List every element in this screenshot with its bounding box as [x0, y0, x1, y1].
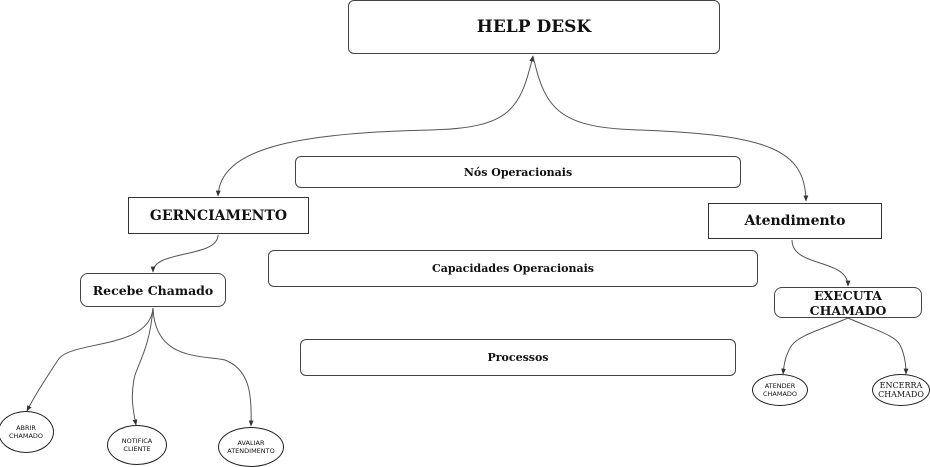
band-nos-operacionais: Nós Operacionais	[295, 156, 741, 188]
avaliar-atendimento-node[interactable]: AVALIAR ATENDIMENTO	[218, 427, 284, 467]
link-recebe-avaliar	[152, 307, 254, 427]
link-helpdesk-gerenciamento	[215, 55, 535, 197]
atender-chamado-node[interactable]: ATENDER CHAMADO	[752, 374, 808, 406]
gerenciamento-node[interactable]: GERNCIAMENTO	[128, 197, 309, 234]
abrir-chamado-node[interactable]: ABRIR CHAMADO	[0, 411, 54, 453]
link-recebe-notifica	[131, 307, 154, 426]
link-gerenciamento-recebe	[150, 234, 219, 273]
band-processos: Processos	[300, 339, 736, 376]
link-helpdesk-atendimento	[532, 55, 809, 202]
link-recebe-abrir	[26, 307, 154, 412]
band-capacidades-operacionais: Capacidades Operacionais	[268, 250, 758, 287]
link-atendimento-executa	[791, 239, 851, 287]
executa-chamado-node[interactable]: EXECUTA CHAMADO	[774, 287, 922, 318]
recebe-chamado-node[interactable]: Recebe Chamado	[80, 273, 226, 307]
notifica-cliente-node[interactable]: NOTIFICA CLIENTE	[107, 425, 167, 465]
encerra-chamado-node[interactable]: ENCERRA CHAMADO	[872, 374, 930, 406]
help-desk-node[interactable]: HELP DESK	[348, 0, 720, 54]
link-executa-atender	[781, 317, 849, 375]
link-executa-encerra	[847, 317, 909, 375]
atendimento-node[interactable]: Atendimento	[708, 203, 882, 239]
